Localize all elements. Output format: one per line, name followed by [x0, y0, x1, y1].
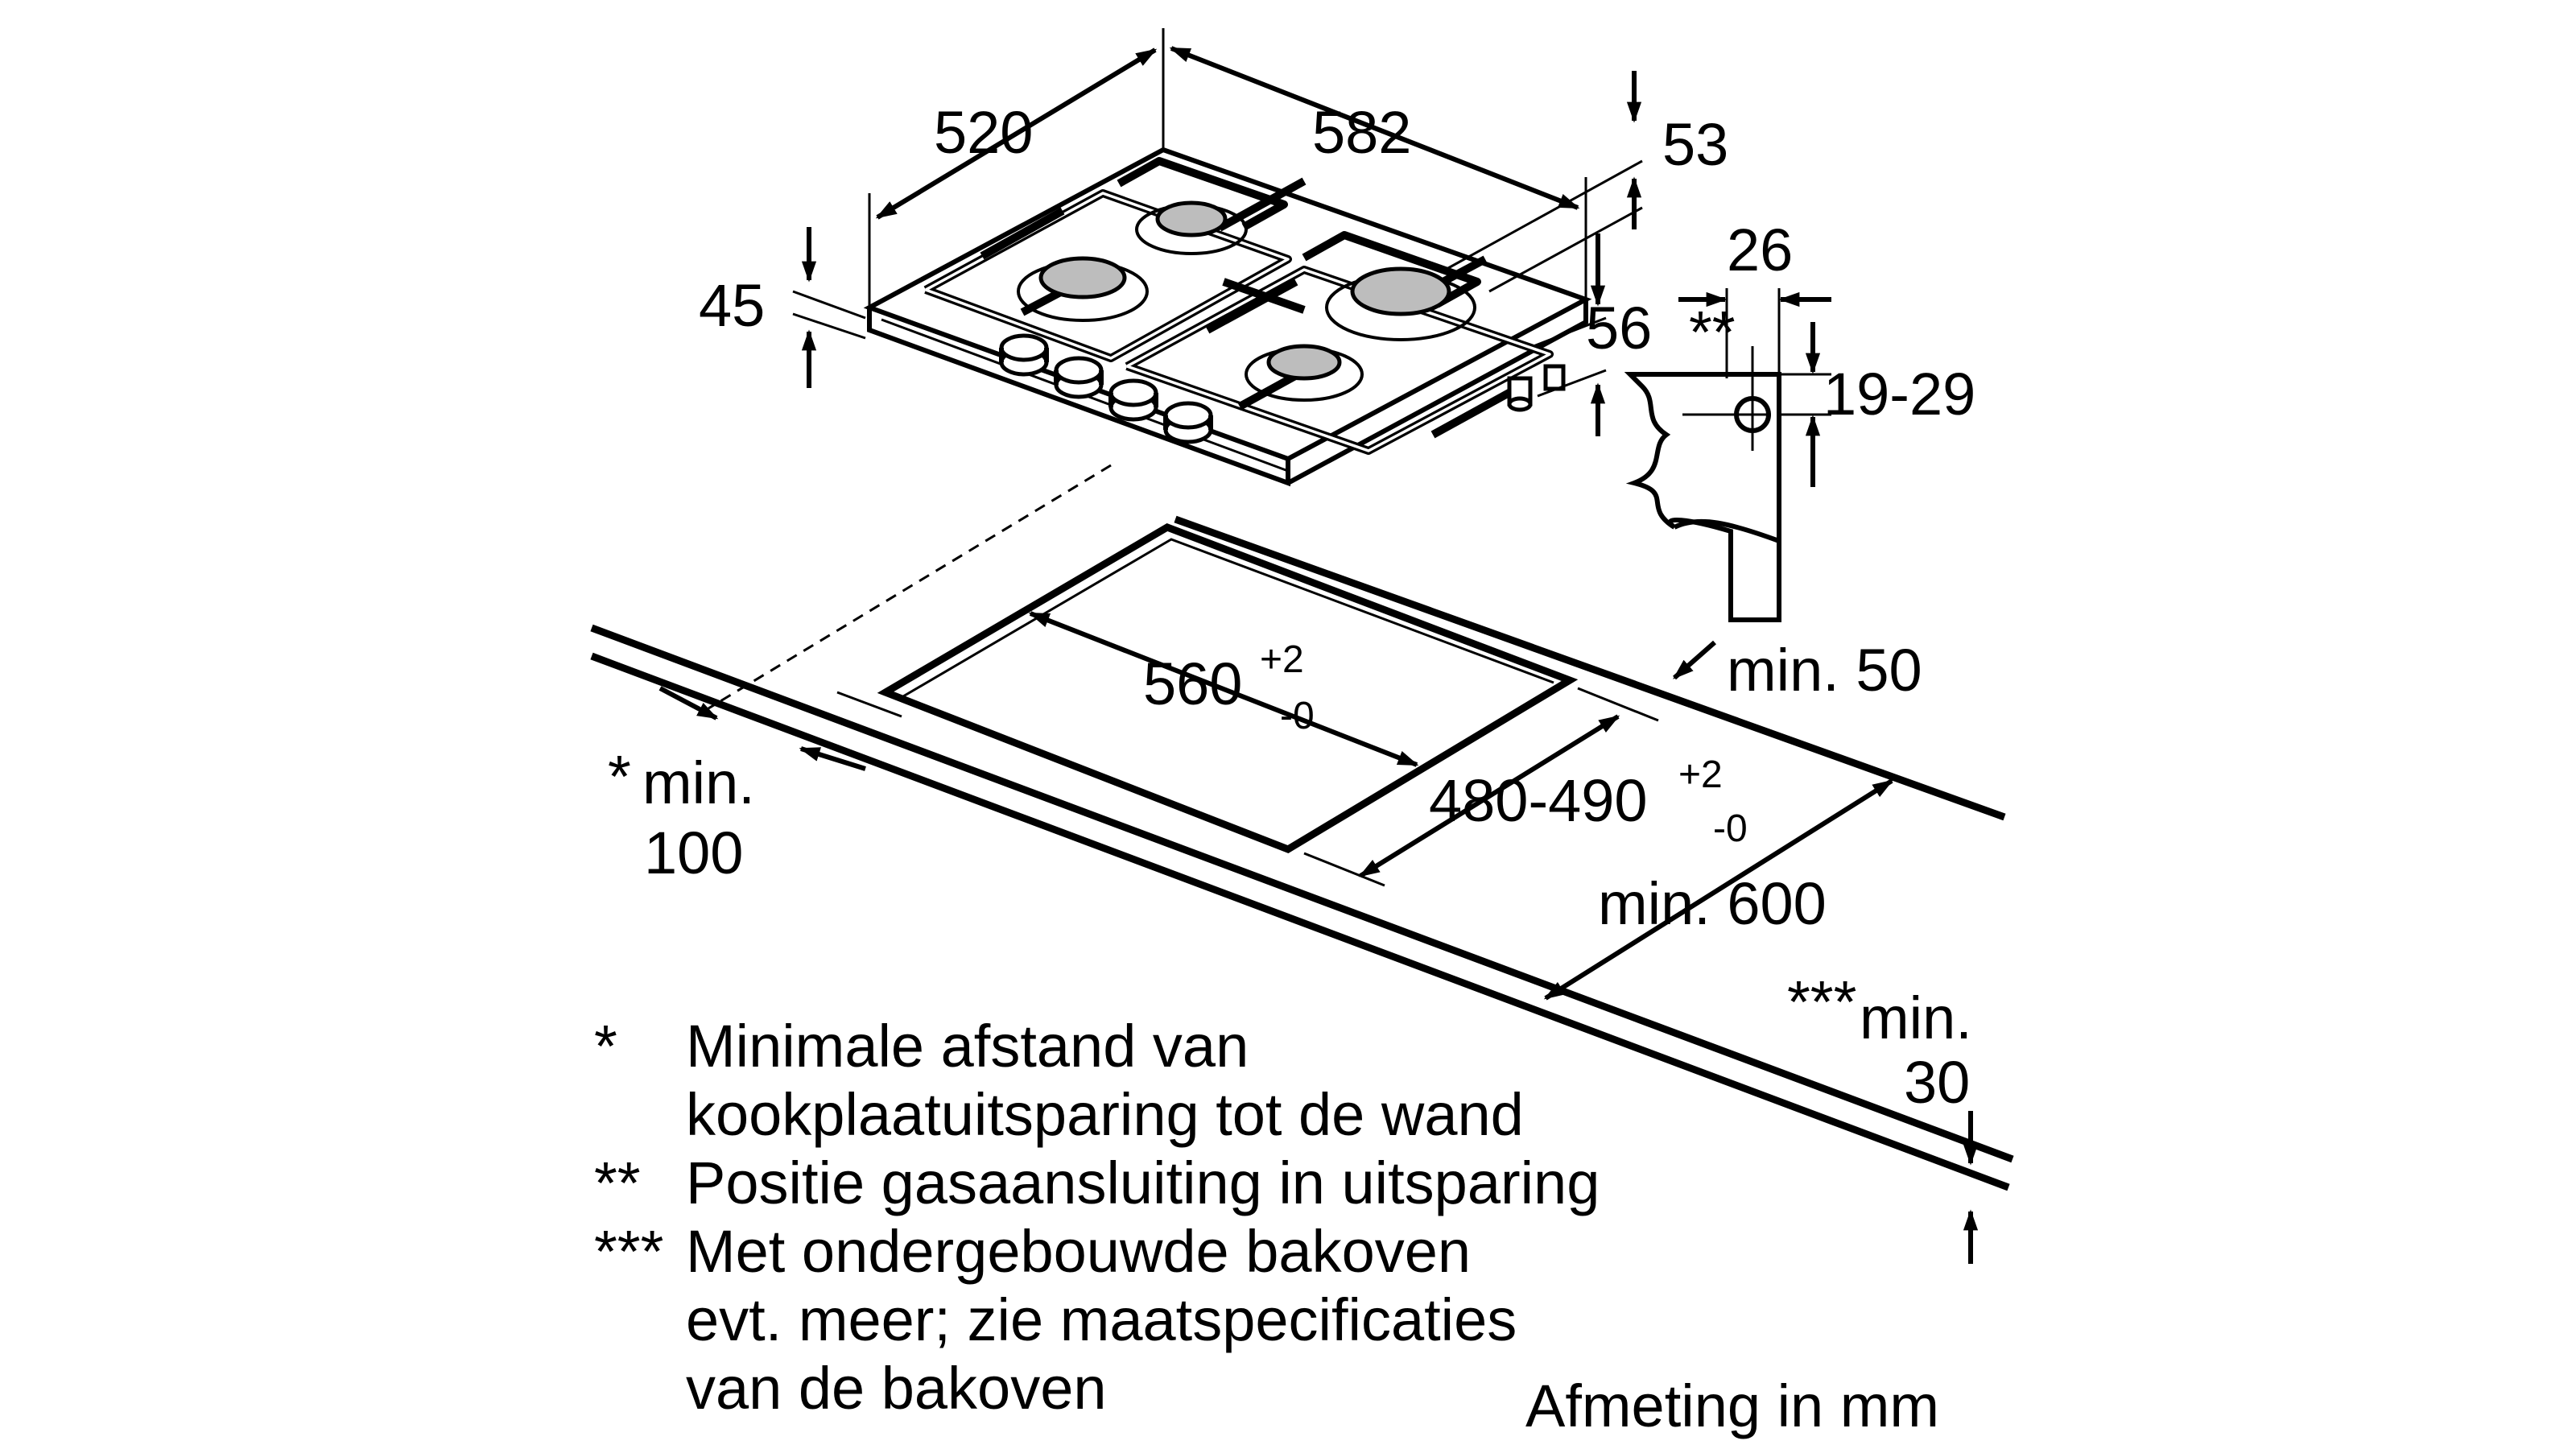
footnote-3-mark: *** [594, 1218, 663, 1285]
label-582: 582 [1312, 99, 1411, 166]
hob-drawing [863, 147, 1592, 487]
label-26: 26 [1727, 217, 1793, 283]
projection-line-2 [836, 691, 902, 718]
footnote-3-line-2: evt. meer; zie maatspecificaties [686, 1286, 1517, 1353]
footnote-3-line-1: Met ondergebouwde bakoven [686, 1218, 1471, 1285]
footnote-1-line-2: kookplaatuitsparing tot de wand [686, 1081, 1524, 1148]
label-480-minus: -0 [1713, 807, 1748, 850]
dimension-labels: 520 582 53 45 56 26 ** 19-29 min. 50 560… [608, 99, 1975, 1116]
projection-line-1 [708, 464, 1112, 710]
label-oven-30: 30 [1904, 1049, 1970, 1116]
label-560: 560 [1143, 650, 1242, 717]
label-19-29: 19-29 [1823, 361, 1975, 427]
label-oven-min: min. [1860, 985, 1972, 1051]
footnote-1-line-1: Minimale afstand van [686, 1013, 1249, 1080]
dimension-lines [658, 28, 1979, 1264]
cutout-opening [877, 523, 1579, 853]
label-45: 45 [699, 272, 765, 339]
label-wall-100: 100 [644, 819, 743, 886]
pan-supports [923, 157, 1554, 455]
footnote-1-mark: * [594, 1013, 617, 1080]
label-560-minus: -0 [1280, 695, 1315, 737]
label-gas-stars: ** [1689, 299, 1736, 365]
footnote-2-mark: ** [594, 1150, 641, 1216]
label-wall-star: * [608, 743, 631, 810]
footnote-3: *** Met ondergebouwde bakoven evt. meer;… [594, 1218, 1517, 1422]
unit-note: Afmeting in mm [1525, 1373, 1939, 1439]
label-480-plus: +2 [1678, 753, 1723, 796]
label-wall-min: min. [642, 749, 755, 816]
label-56: 56 [1586, 295, 1652, 361]
label-53: 53 [1662, 111, 1728, 178]
label-oven-stars: *** [1787, 968, 1856, 1035]
countertop [590, 515, 2014, 1191]
label-min-50: min. 50 [1727, 637, 1922, 704]
footnote-1: * Minimale afstand van kookplaatuitspari… [594, 1013, 1524, 1148]
footnote-3-line-3: van de bakoven [686, 1355, 1107, 1422]
footnote-2: ** Positie gasaansluiting in uitsparing [594, 1150, 1600, 1216]
burner-rear-right-wok [1325, 266, 1476, 341]
label-480-490: 480-490 [1429, 767, 1648, 834]
gas-connection-detail [1624, 346, 1781, 622]
label-560-plus: +2 [1260, 638, 1304, 681]
footnote-2-line-1: Positie gasaansluiting in uitsparing [686, 1150, 1600, 1216]
control-knobs [999, 333, 1213, 444]
footnotes: * Minimale afstand van kookplaatuitspari… [594, 1013, 1939, 1439]
label-min-600: min. 600 [1598, 870, 1827, 937]
burner-front-right [1245, 344, 1364, 402]
burner-rear-left [1135, 200, 1248, 255]
burner-front-left [1017, 256, 1149, 322]
hob-right-edge [1286, 299, 1588, 485]
gas-connector [1507, 364, 1566, 412]
label-520: 520 [934, 99, 1033, 166]
